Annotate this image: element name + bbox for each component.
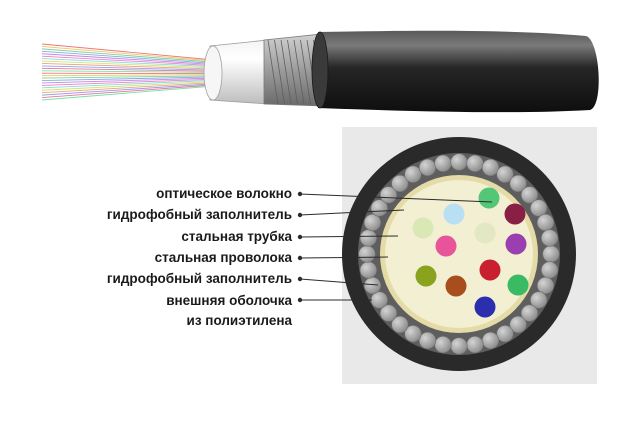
steel-wire — [530, 200, 547, 217]
label-optical-fiber: оптическое волокно — [156, 186, 292, 202]
steel-wire — [543, 246, 560, 263]
steel-wire — [371, 292, 388, 309]
steel-wire — [360, 262, 377, 279]
leader-dot — [298, 192, 302, 196]
optical-fiber-dot — [413, 218, 434, 239]
steel-wire — [467, 336, 484, 353]
optical-fiber-dot — [416, 266, 437, 287]
steel-wire — [467, 155, 484, 172]
steel-tube-face — [204, 46, 222, 100]
steel-wire — [419, 332, 436, 349]
steel-wire — [541, 230, 558, 247]
optical-fiber-dot — [444, 204, 465, 225]
optical-fiber-dot — [505, 204, 526, 225]
steel-wire — [451, 338, 468, 355]
leader-dot — [298, 256, 302, 260]
steel-wire — [419, 159, 436, 176]
optical-fiber-dot — [508, 275, 529, 296]
steel-wire — [482, 332, 499, 349]
steel-wire — [435, 155, 452, 172]
optical-fiber-dot — [475, 297, 496, 318]
leader-dot — [298, 298, 302, 302]
leader-dot — [298, 213, 302, 217]
steel-wire — [541, 262, 558, 279]
outer-jacket — [318, 31, 599, 112]
steel-wire — [497, 325, 514, 342]
label-steel-wire: стальная проволока — [155, 250, 292, 266]
gel-filler — [385, 180, 533, 328]
optical-fiber-dot — [479, 188, 500, 209]
steel-wire — [451, 154, 468, 171]
label-gel-filler-outer: гидрофобный заполнитель — [107, 271, 292, 287]
optical-fiber-dot — [506, 234, 527, 255]
optical-fiber-dot — [480, 260, 501, 281]
optical-fiber-dot — [446, 276, 467, 297]
fiber-strands — [42, 44, 214, 100]
label-outer-sheath-material: из полиэтилена — [187, 313, 292, 329]
steel-wire — [359, 246, 376, 263]
steel-wire — [482, 159, 499, 176]
steel-wire — [364, 277, 381, 294]
label-gel-filler-inner: гидрофобный заполнитель — [107, 207, 292, 223]
jacket-face — [312, 32, 328, 108]
steel-wire — [537, 214, 554, 231]
steel-wire — [405, 166, 422, 183]
optical-fiber-dot — [475, 223, 496, 244]
optical-fiber-dot — [436, 236, 457, 257]
label-steel-tube: стальная трубка — [181, 229, 292, 245]
label-outer-sheath: внешняя оболочка — [166, 293, 292, 309]
leader-dot — [298, 277, 302, 281]
steel-wire — [360, 230, 377, 247]
leader-dot — [298, 235, 302, 239]
steel-wire — [537, 277, 554, 294]
steel-wire — [364, 214, 381, 231]
steel-wire — [435, 336, 452, 353]
fiber-strand — [42, 75, 214, 76]
